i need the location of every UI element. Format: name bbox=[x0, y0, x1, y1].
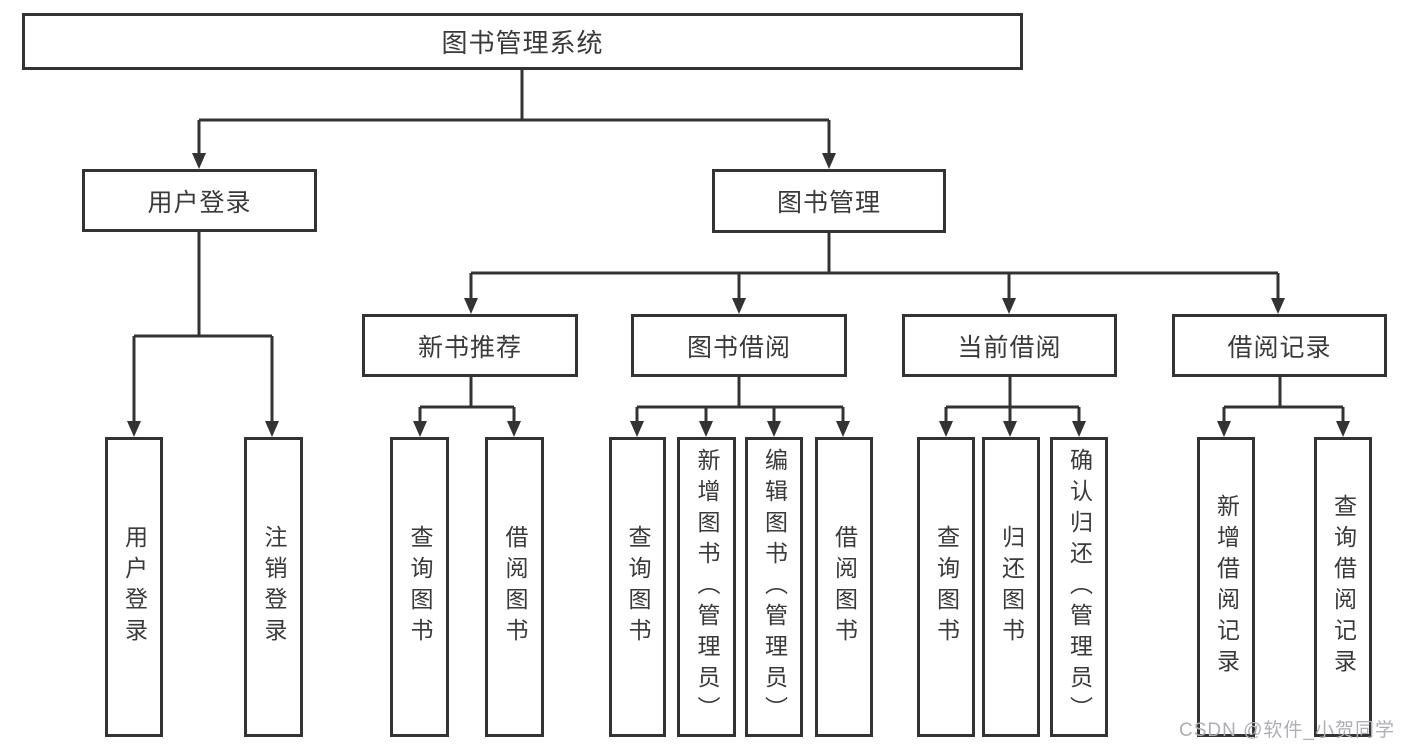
node-borrow-book-2: 借阅图书 bbox=[815, 437, 873, 737]
node-label: 查询借阅记录 bbox=[1330, 494, 1357, 680]
node-book-borrow: 图书借阅 bbox=[631, 314, 847, 377]
node-label: 新增借阅记录 bbox=[1213, 494, 1240, 680]
node-label: 编辑图书（管理员） bbox=[761, 447, 788, 727]
connector-stems bbox=[132, 69, 1345, 424]
node-query-book-1: 查询图书 bbox=[390, 437, 449, 737]
node-borrow-book-1: 借阅图书 bbox=[485, 437, 544, 737]
node-book-management: 图书管理 bbox=[712, 169, 946, 233]
node-query-book-3: 查询图书 bbox=[917, 437, 975, 737]
node-user-login: 用户登录 bbox=[82, 169, 317, 232]
node-label: 确认归还（管理员） bbox=[1066, 447, 1093, 727]
node-query-borrow-record: 查询借阅记录 bbox=[1314, 437, 1372, 737]
node-label: 归还图书 bbox=[998, 525, 1025, 649]
node-borrow-record: 借阅记录 bbox=[1172, 314, 1387, 377]
node-add-borrow-record: 新增借阅记录 bbox=[1197, 437, 1255, 737]
node-label: 查询图书 bbox=[407, 525, 433, 649]
csdn-watermark: CSDN @软件_小贺同学 bbox=[1179, 720, 1395, 741]
node-new-book-recommend: 新书推荐 bbox=[362, 314, 578, 377]
node-label: 借阅图书 bbox=[831, 525, 858, 649]
node-label: 查询图书 bbox=[625, 525, 651, 649]
node-query-book-2: 查询图书 bbox=[609, 437, 666, 737]
node-add-book-admin: 新增图书（管理员） bbox=[677, 437, 736, 737]
node-root: 图书管理系统 bbox=[22, 13, 1023, 70]
node-label: 查询图书 bbox=[933, 525, 960, 649]
arrowheads bbox=[127, 153, 1350, 437]
node-current-borrow: 当前借阅 bbox=[902, 314, 1117, 377]
node-label: 注销登录 bbox=[261, 525, 287, 649]
node-label: 借阅图书 bbox=[502, 525, 528, 649]
node-edit-book-admin: 编辑图书（管理员） bbox=[745, 437, 803, 737]
node-user-login-leaf: 用户登录 bbox=[105, 437, 163, 737]
node-return-book: 归还图书 bbox=[982, 437, 1040, 737]
node-label: 用户登录 bbox=[121, 525, 148, 649]
node-label: 新增图书（管理员） bbox=[694, 447, 720, 727]
node-logout-leaf: 注销登录 bbox=[244, 437, 303, 737]
node-confirm-return-admin: 确认归还（管理员） bbox=[1050, 437, 1108, 737]
